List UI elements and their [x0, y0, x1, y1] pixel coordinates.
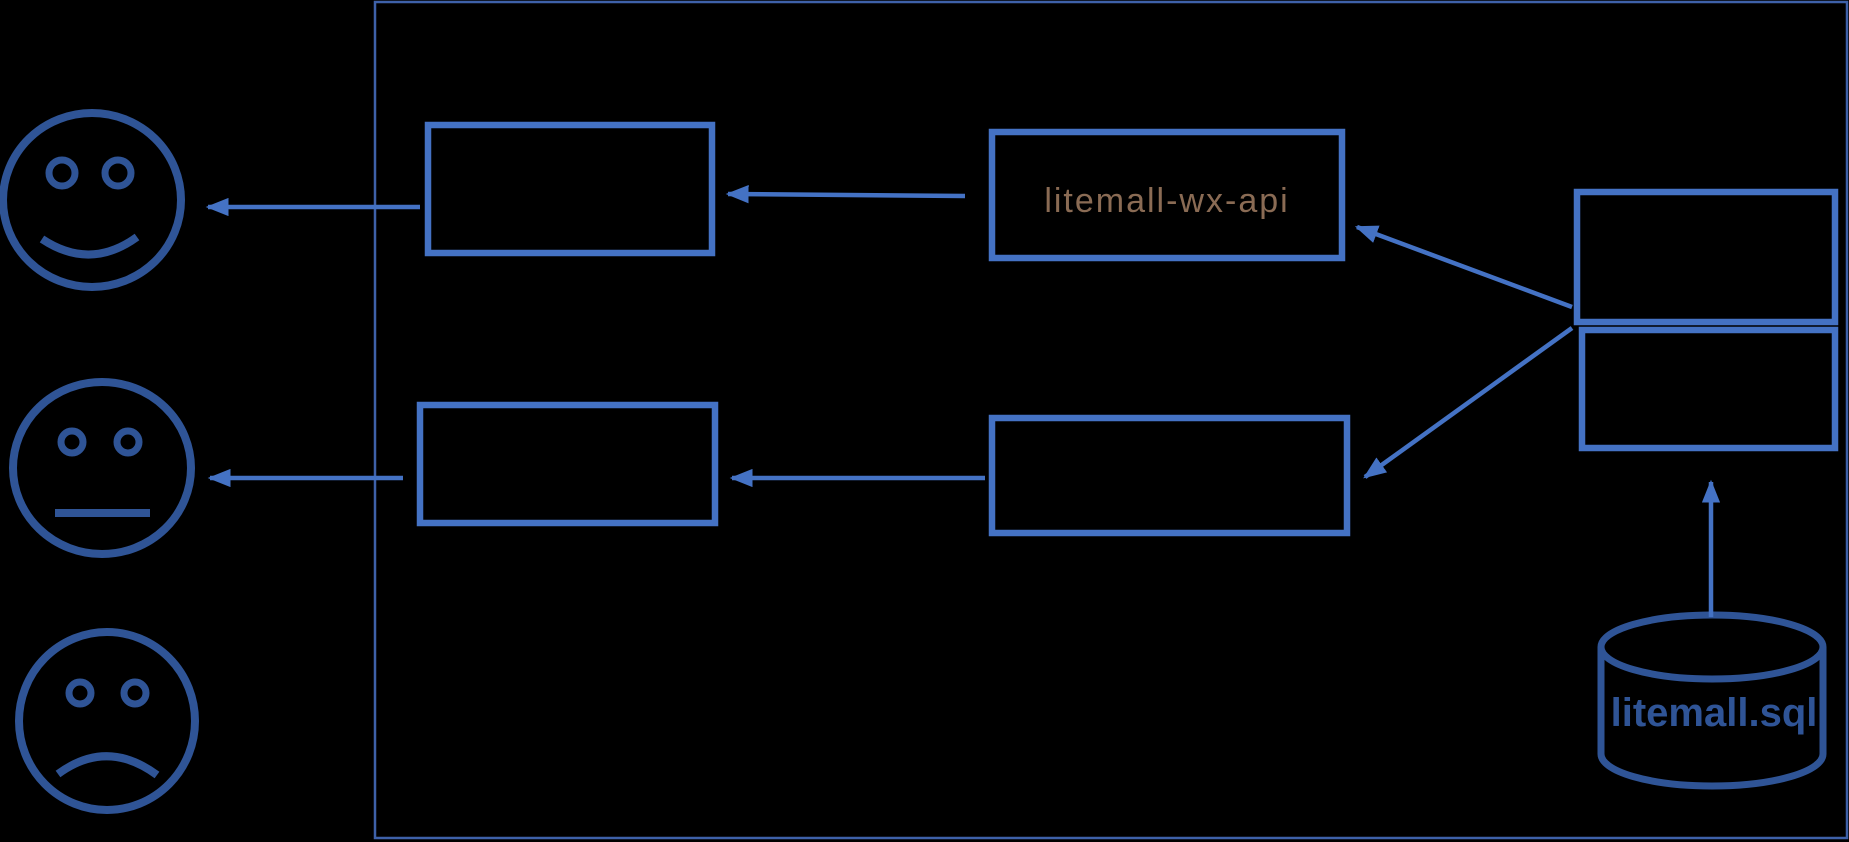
module-box-row2-middle — [988, 414, 1351, 537]
sad-face-left-eye — [65, 678, 95, 708]
arrow-right-boxes-to-wx-api — [1354, 224, 1573, 310]
system-boundary-frame — [373, 0, 1849, 840]
arrow-wx-api-to-row1-box — [725, 184, 966, 204]
neutral-face-icon — [9, 378, 195, 558]
neutral-face-left-eye — [57, 427, 87, 457]
happy-face-icon — [0, 109, 185, 291]
neutral-face-right-eye — [113, 427, 143, 457]
database-top — [1597, 611, 1827, 683]
database-label: litemall.sql — [1611, 691, 1818, 735]
module-box-right-top — [1573, 188, 1839, 326]
happy-face-right-eye — [101, 156, 135, 190]
neutral-face-head — [9, 378, 195, 558]
happy-face-smile — [39, 233, 140, 259]
sad-face-right-eye — [120, 678, 150, 708]
wx-api-label: litemall-wx-api — [1044, 182, 1289, 220]
module-box-row2-left — [416, 401, 719, 527]
module-box-wx-api: litemall-wx-api — [988, 128, 1346, 262]
database-body — [1597, 647, 1827, 790]
module-box-right-bottom — [1578, 326, 1839, 452]
sad-face-icon — [15, 628, 199, 814]
arrow-right-boxes-to-row2-middle — [1363, 326, 1574, 479]
sad-face-frown — [55, 752, 160, 779]
database-icon: litemall.sql — [1597, 611, 1827, 790]
module-box-row1-left — [424, 121, 716, 257]
happy-face-head — [0, 109, 185, 291]
happy-face-left-eye — [45, 156, 79, 190]
module-box-wx-api-rect — [988, 128, 1346, 262]
sad-face-head — [15, 628, 199, 814]
